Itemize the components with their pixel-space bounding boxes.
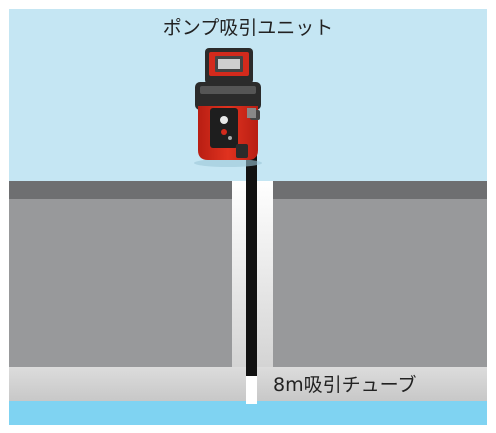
gas-detector-device-icon bbox=[194, 48, 262, 167]
pump-unit-label: ポンプ吸引ユニット bbox=[162, 17, 334, 39]
suction-tube bbox=[246, 114, 257, 376]
suction-tube-label: 8m吸引チューブ bbox=[273, 374, 417, 396]
wall-left bbox=[9, 199, 232, 367]
ground-surface-left bbox=[9, 181, 232, 199]
water bbox=[9, 401, 487, 425]
tube-tip bbox=[246, 372, 257, 404]
ground-surface-right bbox=[273, 181, 487, 199]
wall-right bbox=[273, 199, 487, 367]
